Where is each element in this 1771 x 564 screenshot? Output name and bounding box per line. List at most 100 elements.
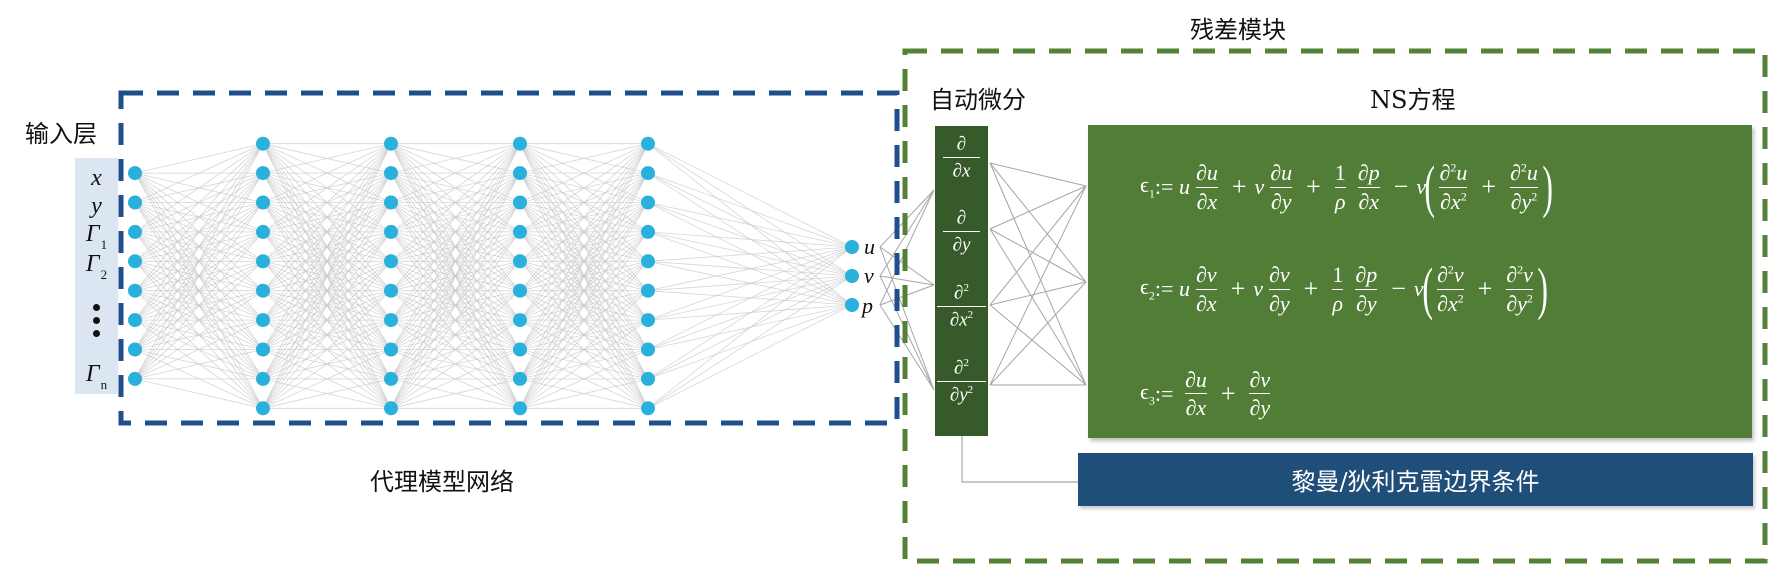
- deriv-d2-dx2: ∂2 ∂x2: [935, 282, 988, 331]
- network-edge: [519, 143, 649, 233]
- autodiff-to-equation-connector: [989, 162, 1087, 187]
- network-edge: [134, 172, 264, 380]
- network-edge: [647, 275, 853, 409]
- hidden-node: [256, 313, 270, 328]
- hidden-node: [513, 224, 527, 239]
- hidden-node: [256, 371, 270, 386]
- network-edge: [647, 143, 853, 248]
- network-edge: [390, 143, 521, 262]
- hidden-node: [256, 166, 270, 181]
- input-var-gamma-2: Γ2: [85, 251, 108, 282]
- network-edge: [519, 319, 649, 409]
- network-edge: [647, 304, 853, 409]
- hidden-node: [384, 283, 398, 298]
- deriv-d2-dy2: ∂2 ∂y2: [935, 357, 988, 406]
- output-node: [845, 240, 859, 254]
- network-edge: [519, 143, 649, 380]
- network-edge: [134, 202, 264, 380]
- hidden-node: [641, 254, 655, 269]
- input-layer-panel: [75, 158, 118, 394]
- network-edge: [390, 143, 521, 233]
- output-to-autodiff-connector: [879, 304, 935, 391]
- input-node: [128, 342, 142, 357]
- autodiff-to-equation-connector: [989, 185, 1087, 230]
- network-edge: [647, 246, 853, 292]
- network-edge: [262, 290, 392, 409]
- network-edge: [647, 202, 853, 248]
- network-edge: [134, 143, 264, 233]
- output-node: [845, 269, 859, 283]
- autodiff-to-equation-connector: [989, 281, 1087, 386]
- deriv-d-dy: ∂ ∂y: [935, 208, 988, 256]
- hidden-node: [641, 313, 655, 328]
- output-to-autodiff-connector: [879, 189, 935, 306]
- hidden-node: [641, 166, 655, 181]
- autodiff-to-equation-connector: [989, 228, 1087, 283]
- hidden-node: [256, 342, 270, 357]
- network-edge: [390, 231, 521, 409]
- hidden-node: [641, 342, 655, 357]
- network-edge: [390, 202, 521, 409]
- network-edge: [262, 202, 392, 409]
- hidden-node: [256, 401, 270, 416]
- hidden-node: [513, 313, 527, 328]
- deriv-d-dx: ∂ ∂x: [935, 134, 988, 182]
- hidden-node: [256, 283, 270, 298]
- network-edge: [262, 261, 392, 409]
- network-edge: [262, 349, 392, 409]
- autodiff-connectors: [879, 162, 1087, 483]
- network-edge: [134, 349, 264, 380]
- autodiff-to-equation-connector: [989, 304, 1087, 386]
- hidden-node: [256, 136, 270, 151]
- hidden-node: [641, 136, 655, 151]
- network-edge: [262, 172, 392, 409]
- network-edge: [647, 246, 853, 321]
- network-edge: [519, 231, 649, 409]
- autodiff-to-equation-connector: [989, 162, 1087, 283]
- hidden-node: [513, 254, 527, 269]
- hidden-node: [641, 283, 655, 298]
- network-edge: [390, 143, 521, 203]
- equation-3: ϵ3:= ∂u∂x + ∂v∂y: [1140, 367, 1271, 421]
- hidden-node: [513, 401, 527, 416]
- hidden-node: [384, 224, 398, 239]
- network-edge: [390, 143, 521, 409]
- input-layer-label: 输入层: [25, 120, 97, 148]
- network-edge: [390, 143, 521, 291]
- network-edge: [134, 231, 264, 380]
- ellipsis-icon: [75, 298, 118, 343]
- network-edge: [647, 246, 853, 262]
- network-edge: [647, 231, 853, 248]
- residual-module-box: [902, 48, 1768, 564]
- network-edge: [134, 143, 264, 262]
- network-edge: [647, 172, 853, 248]
- hidden-node: [256, 195, 270, 210]
- autodiff-to-equation-connector: [989, 162, 1087, 386]
- network-edge: [262, 143, 392, 291]
- auto-diff-box: [935, 126, 988, 436]
- hidden-node: [384, 342, 398, 357]
- network-edge: [519, 143, 649, 291]
- residual-module-label: 残差模块: [1190, 16, 1286, 44]
- autodiff-to-equation-connector: [989, 185, 1087, 386]
- network-edge: [262, 143, 392, 203]
- hidden-node: [384, 195, 398, 210]
- network-edge: [519, 261, 649, 409]
- network-edge: [262, 143, 392, 350]
- hidden-node: [513, 195, 527, 210]
- network-edge: [519, 349, 649, 409]
- input-var-y: y: [91, 193, 102, 219]
- input-node: [128, 283, 142, 298]
- hidden-node: [641, 224, 655, 239]
- input-node: [128, 224, 142, 239]
- network-edge: [390, 319, 521, 409]
- network-edge: [262, 143, 392, 409]
- hidden-node: [641, 401, 655, 416]
- input-var-gamma-1: Γ1: [85, 221, 108, 252]
- network-edges: [134, 143, 853, 409]
- ns-equations-box: [1088, 125, 1752, 438]
- network-edge: [262, 231, 392, 409]
